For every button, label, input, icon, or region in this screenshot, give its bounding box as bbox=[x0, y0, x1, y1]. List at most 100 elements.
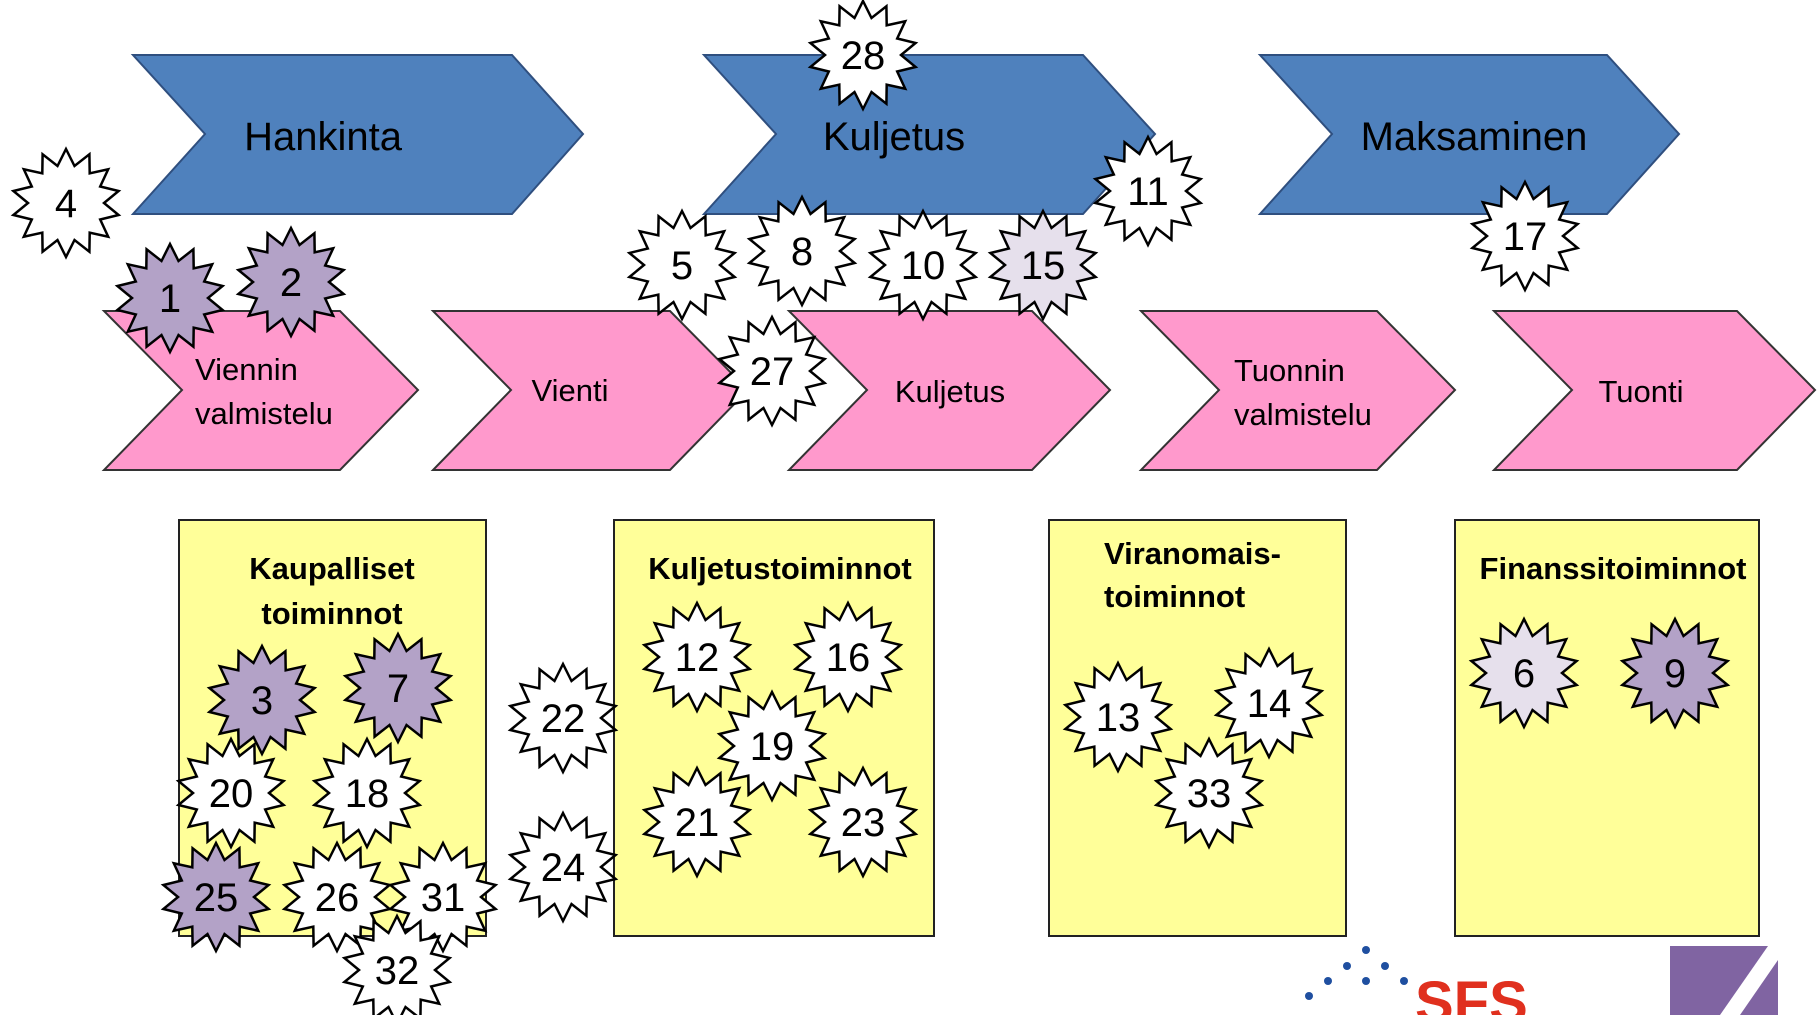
star-shape bbox=[807, 765, 919, 879]
number-star-18: 18 bbox=[311, 736, 423, 850]
box-title-line1: Finanssitoiminnot bbox=[1480, 551, 1747, 586]
star-shape bbox=[507, 810, 619, 924]
star-shape bbox=[206, 643, 318, 757]
number-star-33: 33 bbox=[1153, 736, 1265, 850]
star-number: 10 bbox=[901, 244, 946, 288]
number-star-8: 8 bbox=[746, 194, 858, 308]
star-number: 26 bbox=[315, 876, 360, 920]
star-number: 18 bbox=[345, 772, 390, 816]
process-chevron-label-line2: valmistelu bbox=[1234, 397, 1372, 432]
star-number: 16 bbox=[826, 636, 871, 680]
star-number: 27 bbox=[750, 350, 795, 394]
number-star-6: 6 bbox=[1468, 616, 1580, 730]
star-shape bbox=[1469, 179, 1581, 293]
number-star-13: 13 bbox=[1062, 660, 1174, 774]
number-star-22: 22 bbox=[507, 661, 619, 775]
star-number: 1 bbox=[159, 277, 181, 321]
process-chevron-viennin-valmistelu: Viennin valmistelu bbox=[101, 310, 420, 471]
star-number: 23 bbox=[841, 801, 886, 845]
process-chevron-label-line1: Kuljetus bbox=[895, 374, 1005, 409]
star-shape bbox=[792, 600, 904, 714]
star-shape bbox=[507, 661, 619, 775]
number-star-25: 25 bbox=[160, 840, 272, 954]
star-shape bbox=[281, 840, 393, 954]
star-number: 33 bbox=[1187, 772, 1232, 816]
number-star-28: 28 bbox=[807, 0, 919, 112]
star-number: 19 bbox=[750, 725, 795, 769]
number-star-19: 19 bbox=[716, 689, 828, 803]
number-star-14: 14 bbox=[1213, 646, 1325, 760]
star-number: 2 bbox=[280, 261, 302, 305]
top-chevron-label: Kuljetus bbox=[823, 115, 965, 159]
process-chevron-tuonnin-valmistelu: Tuonnin valmistelu bbox=[1138, 310, 1457, 471]
box-title-line2: toiminnot bbox=[261, 596, 402, 631]
star-shape bbox=[1153, 736, 1265, 850]
star-number: 24 bbox=[541, 846, 586, 890]
star-shape bbox=[114, 241, 226, 355]
process-chevron-vienti: Vienti bbox=[430, 310, 750, 471]
star-number: 13 bbox=[1096, 696, 1141, 740]
star-shape bbox=[746, 194, 858, 308]
star-number: 22 bbox=[541, 697, 586, 741]
process-chevron-kuljetus: Kuljetus bbox=[786, 310, 1112, 471]
star-number: 32 bbox=[375, 949, 420, 993]
star-number: 4 bbox=[55, 182, 77, 226]
number-star-15: 15 bbox=[987, 208, 1099, 322]
star-shape bbox=[311, 736, 423, 850]
number-star-20: 20 bbox=[175, 736, 287, 850]
star-shape bbox=[987, 208, 1099, 322]
star-shape bbox=[716, 314, 828, 428]
sfs-logo-text: SFS bbox=[1415, 970, 1528, 1015]
star-number: 9 bbox=[1664, 652, 1686, 696]
star-number: 21 bbox=[675, 801, 720, 845]
star-number: 3 bbox=[251, 679, 273, 723]
top-chevron-maksaminen: Maksaminen bbox=[1257, 54, 1681, 215]
top-chevron-label: Maksaminen bbox=[1361, 115, 1588, 159]
star-shape bbox=[1213, 646, 1325, 760]
process-chevron-label-line1: Vienti bbox=[532, 373, 609, 408]
star-shape bbox=[1468, 616, 1580, 730]
star-shape bbox=[1092, 134, 1204, 248]
number-star-3: 3 bbox=[206, 643, 318, 757]
star-shape bbox=[626, 208, 738, 322]
number-star-2: 2 bbox=[235, 225, 347, 339]
number-star-21: 21 bbox=[641, 765, 753, 879]
top-chevron-label: Hankinta bbox=[244, 115, 403, 159]
star-number: 31 bbox=[421, 876, 466, 920]
star-shape bbox=[641, 600, 753, 714]
star-number: 12 bbox=[675, 636, 720, 680]
number-star-10: 10 bbox=[867, 208, 979, 322]
star-shape bbox=[1062, 660, 1174, 774]
star-shape bbox=[341, 913, 453, 1015]
star-number: 14 bbox=[1247, 682, 1292, 726]
process-chevron-label-line1: Tuonnin bbox=[1234, 353, 1345, 388]
star-number: 17 bbox=[1503, 215, 1548, 259]
process-chevron-label-line1: Viennin bbox=[195, 352, 298, 387]
top-chevron-kuljetus: Kuljetus bbox=[701, 54, 1157, 215]
star-number: 8 bbox=[791, 230, 813, 274]
box-title-line1: Kaupalliset bbox=[249, 551, 414, 586]
number-star-27: 27 bbox=[716, 314, 828, 428]
number-star-16: 16 bbox=[792, 600, 904, 714]
second-logo bbox=[1670, 946, 1778, 1015]
number-star-7: 7 bbox=[342, 631, 454, 745]
number-star-4: 4 bbox=[10, 146, 122, 260]
number-star-5: 5 bbox=[626, 208, 738, 322]
star-number: 15 bbox=[1021, 244, 1066, 288]
star-number: 5 bbox=[671, 244, 693, 288]
top-chevron-hankinta: Hankinta bbox=[130, 54, 585, 215]
number-star-11: 11 bbox=[1092, 134, 1204, 248]
number-star-24: 24 bbox=[507, 810, 619, 924]
sfs-logo: SFS bbox=[1305, 946, 1528, 1015]
process-chevron-label-line2: valmistelu bbox=[195, 396, 333, 431]
number-star-26: 26 bbox=[281, 840, 393, 954]
star-shape bbox=[641, 765, 753, 879]
star-number: 11 bbox=[1127, 170, 1169, 214]
star-shape bbox=[716, 689, 828, 803]
number-star-32: 32 bbox=[341, 913, 453, 1015]
star-number: 20 bbox=[209, 772, 254, 816]
process-chevron-tuonti: Tuonti bbox=[1491, 310, 1817, 471]
number-star-23: 23 bbox=[807, 765, 919, 879]
star-shape bbox=[342, 631, 454, 745]
star-number: 25 bbox=[194, 876, 239, 920]
